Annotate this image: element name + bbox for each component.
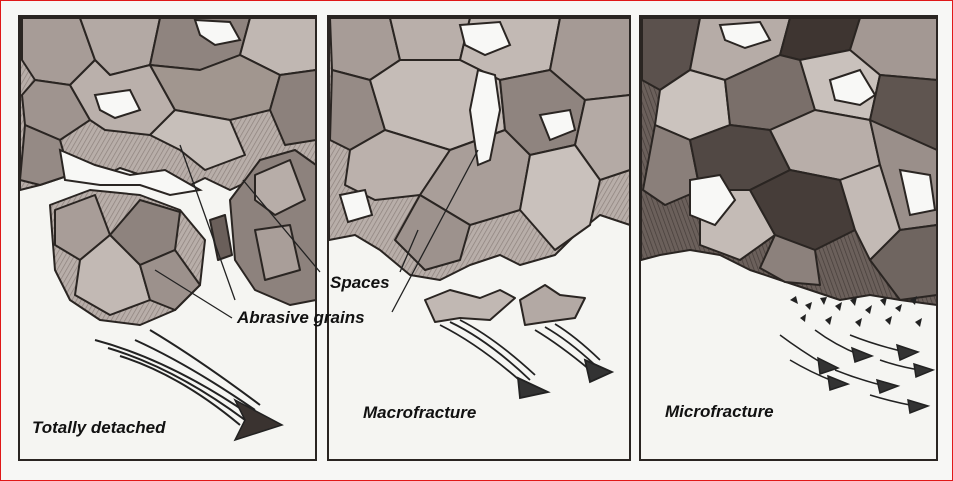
panel-microfracture xyxy=(640,16,937,460)
label-abrasive-grains: Abrasive grains xyxy=(236,308,365,327)
label-spaces: Spaces xyxy=(330,273,390,292)
panel-label-macrofracture: Macrofracture xyxy=(363,403,476,422)
panel-label-microfracture: Microfracture xyxy=(665,402,774,421)
panel-totally-detached xyxy=(19,16,320,460)
panel-macrofracture xyxy=(328,16,630,460)
panel-label-totally-detached: Totally detached xyxy=(32,418,166,437)
